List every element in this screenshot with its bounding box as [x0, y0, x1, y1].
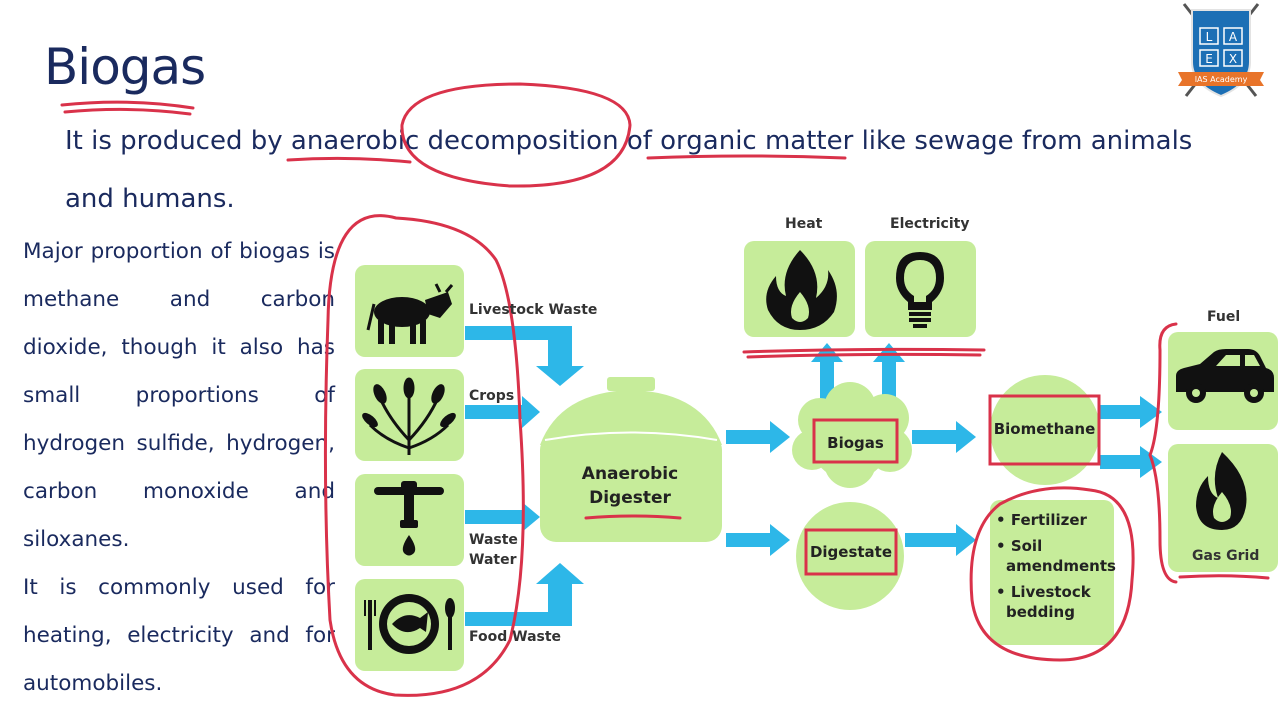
biomethane-label: Biomethane: [993, 420, 1096, 438]
use-soil-amendments: • Soil amendments: [996, 537, 1116, 575]
decomposition-circle: [400, 82, 632, 188]
svg-text:L: L: [1206, 30, 1213, 44]
organic-matter-underline: [646, 154, 847, 160]
arrow-biogas-to-heat: [811, 343, 843, 405]
car-icon: [1176, 349, 1274, 403]
gasgrid-underline: [1178, 574, 1270, 580]
svg-text:IAS Academy: IAS Academy: [1195, 75, 1248, 84]
uses-circle: [969, 486, 1135, 662]
digester-label: Anaerobic Digester: [581, 464, 679, 508]
biomethane-node: [990, 375, 1100, 485]
fuel-gasgrid-bracket: [1148, 322, 1178, 584]
red-annotations: [60, 82, 1270, 697]
arrow-wastewater: [465, 502, 540, 532]
wheat-icon: [362, 377, 456, 455]
food-waste-label: Food Waste: [469, 629, 562, 645]
energy-underline: [742, 347, 986, 359]
plate-icon: [364, 594, 455, 654]
anaerobic-underline: [286, 156, 412, 164]
arrow-crops: [465, 396, 540, 428]
inputs-circle: [323, 214, 525, 697]
cow-icon: [366, 283, 454, 344]
arrow-to-fuel: [1100, 396, 1162, 428]
tap-icon: [374, 481, 444, 556]
heat-label: Heat: [785, 216, 823, 232]
digestate-label: Digestate: [809, 543, 893, 561]
page-title: Biogas: [44, 38, 206, 96]
side-text: Major proportion of biogas is methane an…: [23, 228, 335, 708]
fire-icon: [766, 250, 837, 330]
gas-flame-icon: [1196, 452, 1247, 530]
digester-underline: [584, 514, 682, 520]
biogas-box-mark: [812, 418, 899, 464]
digester-node: [540, 377, 722, 542]
electricity-label: Electricity: [890, 216, 970, 232]
use-livestock-bedding: • Livestock bedding: [996, 583, 1091, 621]
side-paragraph-1: Major proportion of biogas is methane an…: [23, 239, 335, 552]
crops-label: Crops: [469, 388, 515, 404]
title-underline: [60, 100, 195, 116]
biomethane-box-mark: [988, 394, 1101, 466]
academy-logo: L A E X IAS Academy: [1176, 0, 1266, 100]
side-paragraph-2: It is commonly used for heating, electri…: [23, 575, 335, 696]
arrow-to-uses: [905, 524, 976, 556]
svg-text:A: A: [1229, 30, 1238, 44]
arrow-livestock: [465, 326, 584, 386]
gas-grid-label: Gas Grid: [1192, 548, 1260, 564]
biogas-label: Biogas: [827, 434, 884, 452]
digestate-uses-box: [990, 500, 1114, 645]
svg-text:X: X: [1229, 52, 1237, 66]
use-fertilizer: • Fertilizer: [996, 511, 1087, 529]
arrow-to-biogas: [726, 421, 790, 453]
arrow-to-biomethane: [912, 421, 976, 453]
arrow-foodwaste: [465, 563, 584, 626]
fuel-label: Fuel: [1207, 309, 1241, 325]
waste-water-label: Waste Water: [469, 532, 518, 568]
digestate-uses-list: • Fertilizer • Soil amendments • Livesto…: [996, 510, 1116, 628]
livestock-waste-label: Livestock Waste: [469, 302, 598, 318]
input-arrows: [465, 326, 584, 626]
arrow-to-gasgrid: [1100, 446, 1162, 478]
digestate-box-mark: [804, 528, 898, 576]
svg-text:E: E: [1205, 52, 1213, 66]
bulb-icon: [896, 252, 944, 328]
arrow-to-digestate: [726, 524, 790, 556]
arrow-biogas-to-electricity: [873, 343, 905, 405]
